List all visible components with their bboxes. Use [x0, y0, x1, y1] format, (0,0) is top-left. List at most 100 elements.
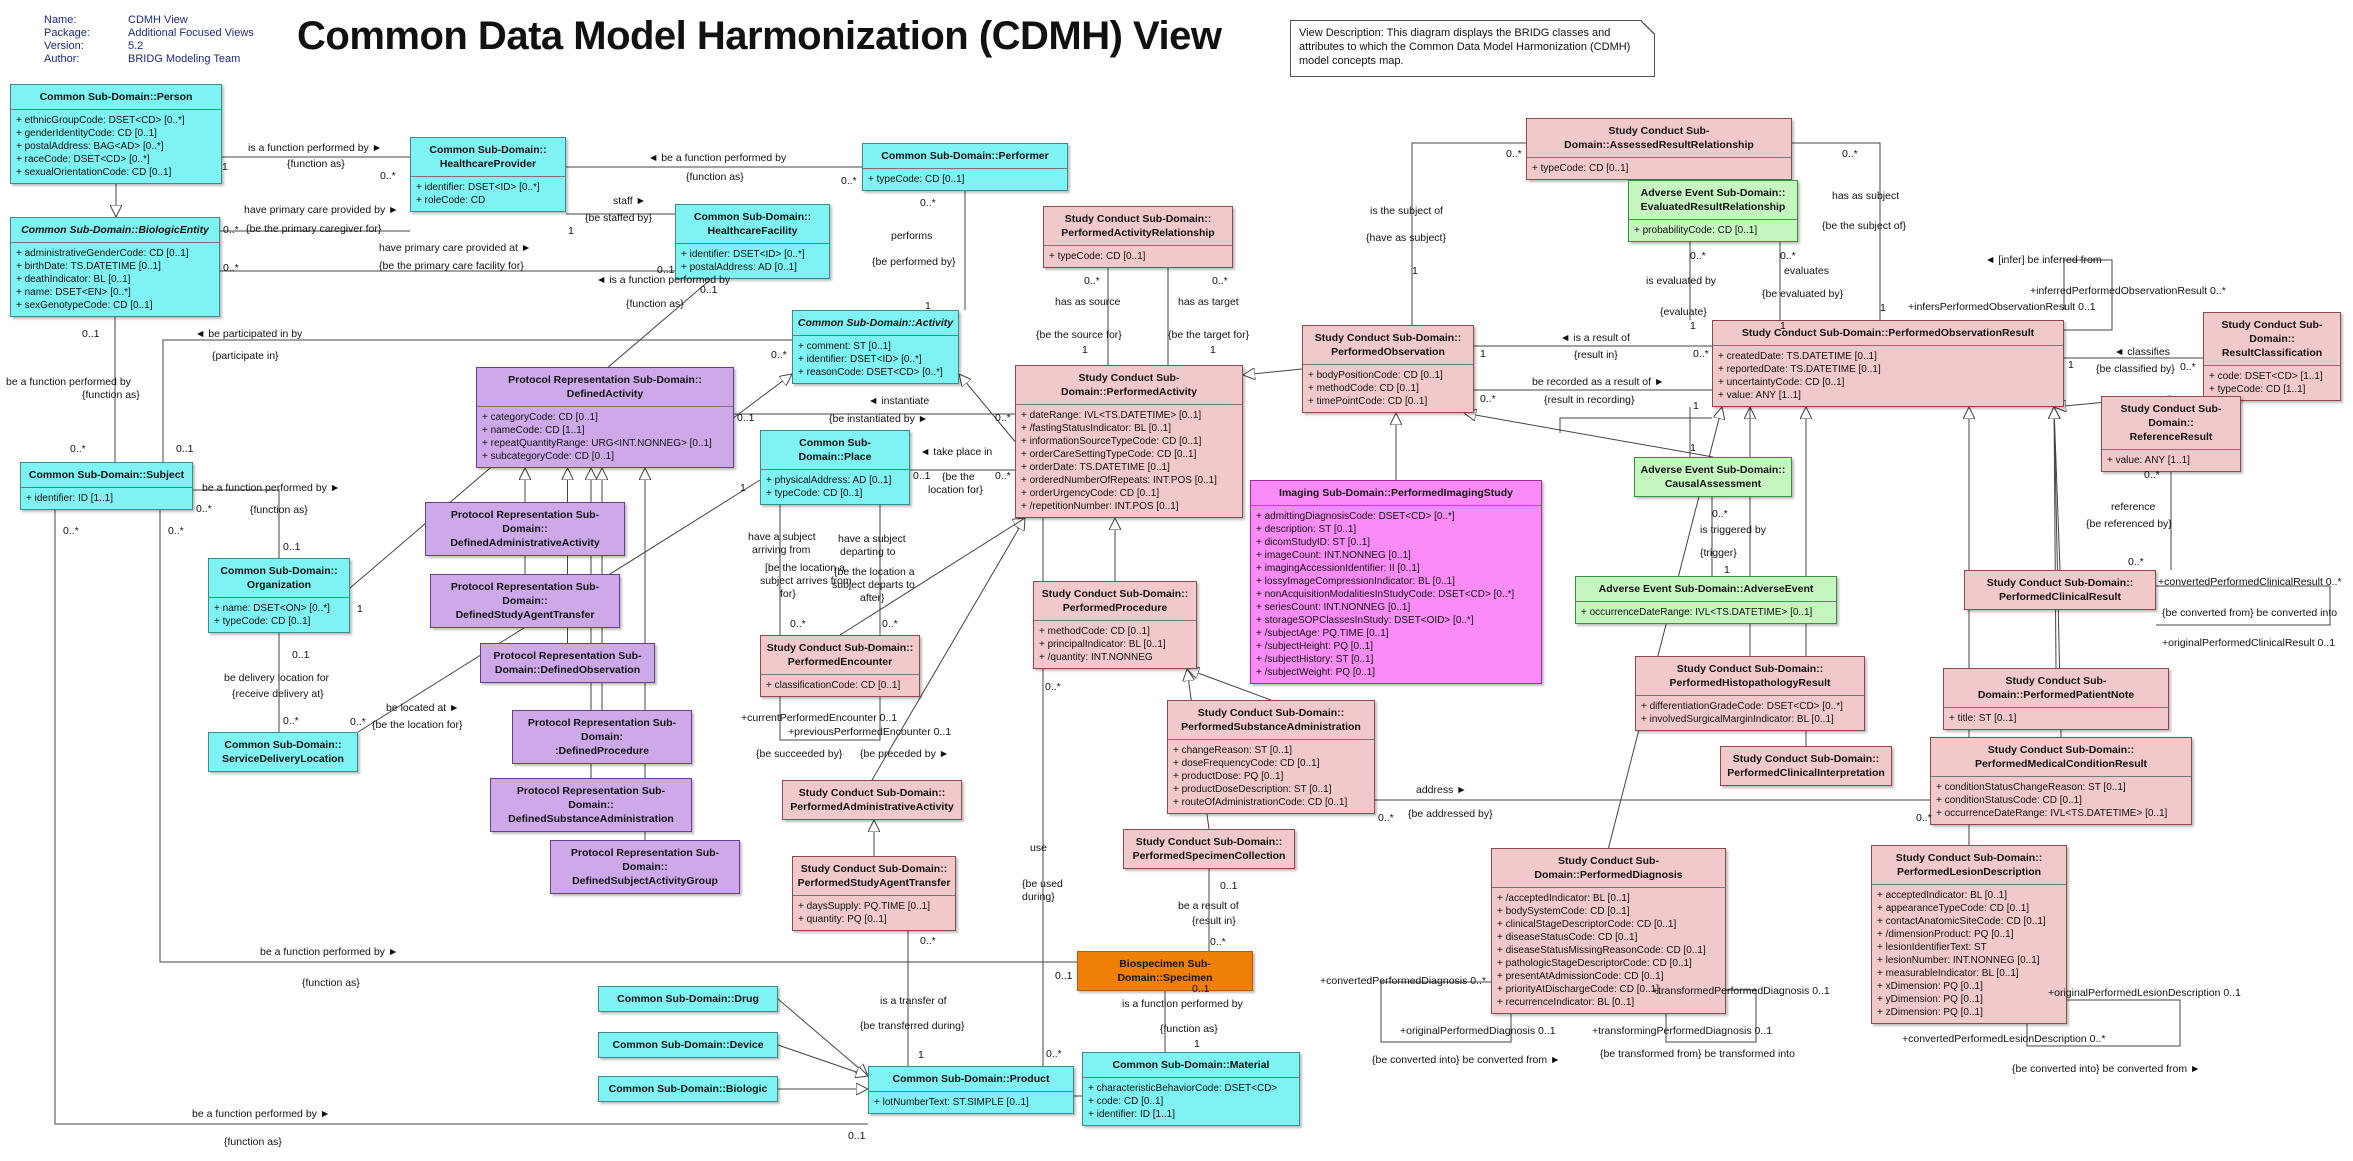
association-label: 0..1: [1192, 983, 1210, 995]
class-attribute: presentAtAdmissionCode: CD [0..1]: [1497, 970, 1720, 983]
association-line: [2063, 259, 2113, 331]
class-attribute: lossyImageCompressionIndicator: BL [0..1…: [1256, 575, 1536, 588]
class-attribute: code: CD [0..1]: [1088, 1095, 1294, 1108]
class-defined-observation[interactable]: Protocol Representation Sub- Domain::Def…: [480, 643, 655, 683]
class-defined-subject-activity-group[interactable]: Protocol Representation Sub-Domain:: Def…: [550, 840, 740, 894]
class-device[interactable]: Common Sub-Domain::Device: [598, 1032, 778, 1058]
generalization-line: [1187, 669, 1272, 701]
association-label: 0..*: [790, 618, 806, 630]
class-biospecimen[interactable]: Biospecimen Sub-Domain::Specimen: [1077, 951, 1253, 991]
class-attribute: dicomStudyID: ST [0..1]: [1256, 536, 1536, 549]
class-performed-specimen-collection[interactable]: Study Conduct Sub-Domain:: PerformedSpec…: [1123, 829, 1295, 869]
meta-value: 5.2: [128, 40, 144, 52]
class-activity[interactable]: Common Sub-Domain::Activitycomment: ST […: [792, 310, 959, 384]
class-attribute: probabilityCode: CD [0..1]: [1634, 224, 1792, 237]
class-person[interactable]: Common Sub-Domain::PersonethnicGroupCode…: [10, 84, 222, 184]
class-attribute: methodCode: CD [0..1]: [1039, 625, 1191, 638]
class-performed-lesion-description[interactable]: Study Conduct Sub-Domain:: PerformedLesi…: [1871, 845, 2067, 1024]
class-defined-substance-admin[interactable]: Protocol Representation Sub-Domain:: Def…: [490, 778, 692, 832]
association-label: {result in}: [1574, 349, 1618, 361]
class-defined-activity[interactable]: Protocol Representation Sub-Domain:: Def…: [476, 367, 734, 468]
class-attribute: principalIndicator: BL [0..1]: [1039, 638, 1191, 651]
class-performed-histopathology-result[interactable]: Study Conduct Sub-Domain:: PerformedHist…: [1635, 656, 1865, 731]
class-place[interactable]: Common Sub-Domain::PlacephysicalAddress:…: [760, 430, 910, 505]
view-description-note: View Description: This diagram displays …: [1290, 20, 1655, 77]
association-label: after}: [860, 592, 885, 604]
attribute-list: ethnicGroupCode: DSET<CD> [0..*]genderId…: [11, 109, 221, 183]
generalization-line: [871, 518, 1025, 781]
class-attribute: /fastingStatusIndicator: BL [0..1]: [1021, 422, 1237, 435]
association-label: {result in}: [1192, 915, 1236, 927]
class-performed-clinical-interpretation[interactable]: Study Conduct Sub-Domain:: PerformedClin…: [1720, 746, 1892, 786]
class-defined-procedure[interactable]: Protocol Representation Sub-Domain: :Def…: [512, 710, 692, 764]
class-performed-clinical-result[interactable]: Study Conduct Sub-Domain:: PerformedClin…: [1964, 570, 2156, 610]
class-biologic[interactable]: Common Sub-Domain::Biologic: [598, 1076, 778, 1102]
class-attribute: bodySystemCode: CD [0..1]: [1497, 905, 1720, 918]
class-performer[interactable]: Common Sub-Domain::PerformertypeCode: CD…: [862, 143, 1068, 191]
class-performed-observation-result[interactable]: Study Conduct Sub-Domain::PerformedObser…: [1712, 320, 2064, 407]
class-attribute: contactAnatomicSiteCode: CD [0..1]: [1877, 915, 2061, 928]
association-label: is the subject of: [1370, 205, 1443, 217]
class-attribute: typeCode: CD [0..1]: [1532, 162, 1786, 175]
class-performed-procedure[interactable]: Study Conduct Sub-Domain:: PerformedProc…: [1033, 581, 1197, 669]
class-assessed-result-relationship[interactable]: Study Conduct Sub-Domain::AssessedResult…: [1526, 118, 1792, 180]
class-performed-diagnosis[interactable]: Study Conduct Sub-Domain::PerformedDiagn…: [1491, 848, 1726, 1014]
class-healthcare-provider[interactable]: Common Sub-Domain:: HealthcareProviderid…: [410, 137, 566, 212]
class-attribute: quantity: PQ [0..1]: [798, 913, 950, 926]
class-attribute: xDimension: PQ [0..1]: [1877, 980, 2061, 993]
association-label: 1: [1690, 320, 1696, 332]
class-performed-patient-note[interactable]: Study Conduct Sub-Domain::PerformedPatie…: [1943, 668, 2169, 730]
association-label: 0..*: [223, 262, 239, 274]
association-label: {evaluate}: [1660, 306, 1707, 318]
class-organization[interactable]: Common Sub-Domain:: Organizationname: DS…: [208, 558, 350, 633]
class-healthcare-facility[interactable]: Common Sub-Domain:: HealthcareFacilityid…: [675, 204, 830, 279]
class-reference-result[interactable]: Study Conduct Sub-Domain:: ReferenceResu…: [2101, 396, 2241, 472]
association-label: 1: [357, 603, 363, 615]
association-label: is evaluated by: [1646, 275, 1717, 287]
class-attribute: /subjectWeight: PQ [0..1]: [1256, 666, 1536, 679]
attribute-list: occurrenceDateRange: IVL<TS.DATETIME> [0…: [1576, 601, 1836, 623]
association-label: +convertedPerformedClinicalResult 0..*: [2158, 576, 2342, 588]
class-attribute: createdDate: TS.DATETIME [0..1]: [1718, 350, 2058, 363]
association-label: {function as}: [224, 1136, 282, 1148]
association-label: for}: [780, 588, 796, 600]
association-label: 0..*: [1046, 1048, 1062, 1060]
class-name: Biospecimen Sub-Domain::Specimen: [1117, 958, 1213, 984]
class-causal-assessment[interactable]: Adverse Event Sub-Domain:: CausalAssessm…: [1634, 457, 1792, 497]
class-performed-activity-relationship[interactable]: Study Conduct Sub-Domain:: PerformedActi…: [1043, 206, 1233, 268]
class-performed-observation[interactable]: Study Conduct Sub-Domain:: PerformedObse…: [1302, 325, 1474, 413]
class-defined-study-agent-transfer[interactable]: Protocol Representation Sub-Domain:: Def…: [430, 574, 620, 628]
association-label: {be the primary care facility for}: [379, 260, 524, 272]
association-label: has as source: [1055, 296, 1121, 308]
class-service-delivery[interactable]: Common Sub-Domain:: ServiceDeliveryLocat…: [208, 732, 358, 772]
class-performed-admin-activity[interactable]: Study Conduct Sub-Domain:: PerformedAdmi…: [782, 780, 962, 820]
class-subject[interactable]: Common Sub-Domain::Subjectidentifier: ID…: [20, 462, 193, 510]
class-material[interactable]: Common Sub-Domain::Materialcharacteristi…: [1082, 1052, 1300, 1126]
class-performed-medical-condition-result[interactable]: Study Conduct Sub-Domain:: PerformedMedi…: [1930, 737, 2192, 825]
class-attribute: identifier: DSET<ID> [0..*]: [798, 353, 953, 366]
class-evaluated-result-relationship[interactable]: Adverse Event Sub-Domain:: EvaluatedResu…: [1628, 180, 1798, 242]
class-biologic-entity[interactable]: Common Sub-Domain::BiologicEntityadminis…: [10, 217, 220, 317]
attribute-list: methodCode: CD [0..1]principalIndicator:…: [1034, 620, 1196, 668]
class-performed-study-agent-transfer[interactable]: Study Conduct Sub-Domain:: PerformedStud…: [792, 856, 956, 931]
class-attribute: identifier: ID [1..1]: [1088, 1108, 1294, 1121]
class-name: Study Conduct Sub-Domain::PerformedActiv…: [1061, 372, 1197, 398]
class-performed-activity[interactable]: Study Conduct Sub-Domain::PerformedActiv…: [1015, 365, 1243, 518]
class-imaging-study[interactable]: Imaging Sub-Domain::PerformedImagingStud…: [1250, 480, 1542, 684]
association-label: 0..1: [913, 470, 931, 482]
association-label: address ►: [1416, 784, 1467, 796]
class-product[interactable]: Common Sub-Domain::ProductlotNumberText:…: [868, 1066, 1074, 1114]
class-adverse-event[interactable]: Adverse Event Sub-Domain::AdverseEventoc…: [1575, 576, 1837, 624]
class-performed-substance-admin[interactable]: Study Conduct Sub-Domain:: PerformedSubs…: [1167, 700, 1375, 814]
association-label: 0..*: [1084, 275, 1100, 287]
class-attribute: occurrenceDateRange: IVL<TS.DATETIME> [0…: [1581, 606, 1831, 619]
class-performed-encounter[interactable]: Study Conduct Sub-Domain:: PerformedEnco…: [760, 635, 920, 697]
association-label: 0..1: [1220, 880, 1238, 892]
class-attribute: reasonCode: DSET<CD> [0..*]: [798, 366, 953, 379]
class-drug[interactable]: Common Sub-Domain::Drug: [598, 986, 778, 1012]
class-result-classification[interactable]: Study Conduct Sub-Domain:: ResultClassif…: [2203, 312, 2341, 401]
meta-row: Version:5.2: [44, 40, 254, 53]
association-label: +currentPerformedEncounter 0..1: [741, 712, 898, 724]
attribute-list: admittingDiagnosisCode: DSET<CD> [0..*]d…: [1251, 505, 1541, 683]
class-defined-admin-activity[interactable]: Protocol Representation Sub-Domain:: Def…: [425, 502, 625, 556]
